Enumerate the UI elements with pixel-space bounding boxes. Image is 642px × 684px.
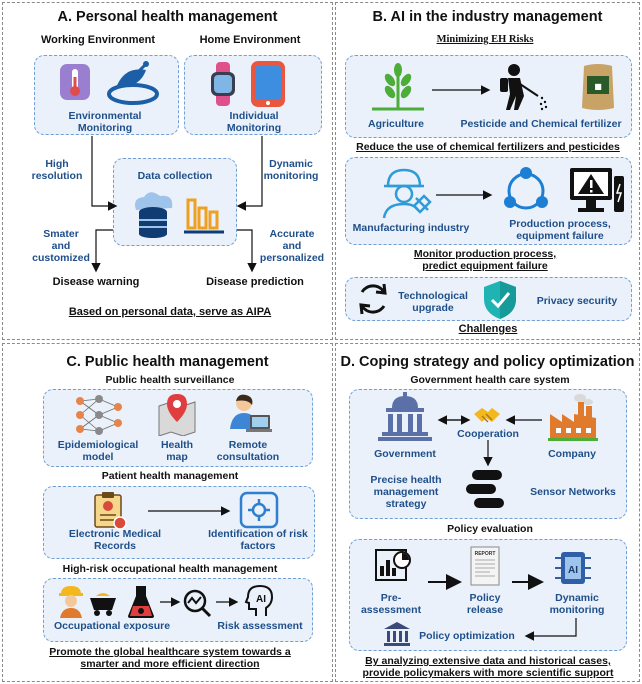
ind-monitoring-label: Individual Monitoring — [226, 110, 282, 134]
occ-exposure-label: Occupational exposure — [53, 620, 171, 632]
cloud-database-icon — [128, 190, 178, 238]
institution-icon — [382, 620, 412, 648]
risk-assessment-label: Risk assessment — [217, 620, 303, 632]
ai-head-icon: AI — [244, 584, 274, 618]
dynamic-monitoring-label: Dynamic monitoring — [263, 158, 319, 182]
emr-label: Electronic Medical Records — [68, 528, 162, 552]
smartphone-icon — [250, 60, 286, 108]
policy-opt-label: Policy optimization — [419, 630, 515, 642]
satellite-dish-icon — [106, 60, 160, 106]
policy-release-label: Policy release — [466, 592, 504, 616]
footer-d: By analyzing extensive data and historic… — [362, 655, 614, 679]
neural-network-icon — [74, 393, 124, 437]
subtitle-b: Minimizing EH Risks — [436, 34, 534, 45]
title-a: A. Personal health management — [57, 9, 278, 25]
flask-icon — [126, 584, 156, 620]
ai-head-text: AI — [256, 594, 266, 605]
smarter-label: Smater and customized — [32, 228, 90, 264]
smartwatch-icon — [210, 62, 236, 106]
monitor-label: Monitor production process, predict equi… — [413, 248, 557, 272]
wheat-plant-icon — [370, 62, 426, 112]
medical-record-icon — [92, 491, 128, 531]
ai-chip-icon: AI — [553, 550, 593, 586]
patient-panel — [43, 486, 315, 559]
footer-a: Based on personal data, serve as AIPA — [68, 306, 272, 318]
title-b: B. AI in the industry management — [372, 9, 603, 25]
cooperation-label: Cooperation — [457, 428, 519, 440]
high-risk-label: High-risk occupational health management — [62, 563, 278, 575]
sensor-network-icon — [464, 470, 508, 510]
working-env-label: Working Environment — [40, 34, 156, 46]
precise-label: Precise health management strategy — [370, 474, 442, 510]
map-pin-icon — [157, 392, 197, 437]
worker-icon — [58, 584, 84, 618]
accurate-label: Accurate and personalized — [259, 228, 325, 264]
privacy-label: Privacy security — [536, 295, 618, 307]
gov-system-label: Government health care system — [410, 374, 570, 386]
mine-cart-icon — [88, 590, 118, 618]
home-env-label: Home Environment — [199, 34, 301, 46]
pre-assessment-chart-icon — [374, 548, 412, 584]
sensor-label: Sensor Networks — [530, 486, 616, 498]
svg-text:■: ■ — [594, 82, 602, 91]
env-monitoring-label: Environmental Monitoring — [68, 110, 142, 134]
risk-factors-label: Identification of risk factors — [208, 528, 308, 552]
shield-check-icon — [480, 279, 520, 321]
surveillance-label: Public health surveillance — [105, 374, 235, 386]
report-text: REPORT — [475, 551, 496, 557]
doctor-laptop-icon — [226, 393, 272, 435]
thermometer-icon — [58, 62, 92, 102]
company-label: Company — [548, 448, 596, 460]
challenges-label: Challenges — [458, 323, 518, 335]
pesticide-label: Pesticide and Chemical fertilizer — [460, 118, 622, 130]
production-label: Production process, equipment failure — [509, 218, 611, 242]
gear-screen-icon — [238, 490, 280, 530]
worker-helmet-icon — [378, 166, 432, 220]
magnifier-chart-icon — [182, 588, 212, 618]
high-resolution-label: High resolution — [31, 158, 83, 182]
monitor-warning-icon — [568, 166, 626, 220]
data-collection-label: Data collection — [137, 170, 213, 182]
patient-label: Patient health management — [101, 470, 239, 482]
remote-label: Remote consultation — [216, 439, 280, 463]
health-map-label: Health map — [160, 439, 194, 463]
manufacturing-label: Manufacturing industry — [352, 222, 470, 234]
refresh-upgrade-icon — [354, 280, 392, 318]
agriculture-label: Agriculture — [367, 118, 424, 130]
ai-chip-text: AI — [568, 565, 578, 576]
process-cycle-icon — [500, 166, 552, 216]
disease-warning-label: Disease warning — [52, 276, 140, 288]
sprayer-worker-icon — [498, 62, 550, 112]
government-building-icon — [378, 392, 432, 442]
factory-icon — [548, 392, 598, 442]
tech-upgrade-label: Technological upgrade — [398, 290, 468, 314]
handshake-icon — [472, 404, 502, 428]
dyn-monitoring-label: Dynamic monitoring — [549, 592, 605, 616]
disease-prediction-label: Disease prediction — [206, 276, 304, 288]
policy-eval-label: Policy evaluation — [447, 523, 533, 535]
report-document-icon: REPORT — [470, 546, 500, 586]
title-c: C. Public health management — [66, 354, 269, 370]
pre-assessment-label: Pre- assessment — [360, 592, 422, 616]
epi-model-label: Epidemiological model — [57, 439, 139, 463]
footer-c: Promote the global healthcare system tow… — [49, 646, 291, 670]
government-label: Government — [374, 448, 436, 460]
title-d: D. Coping strategy and policy optimizati… — [340, 354, 635, 370]
reduce-label: Reduce the use of chemical fertilizers a… — [356, 141, 620, 153]
bar-chart-icon — [184, 196, 226, 236]
fertilizer-bag-icon: ■ — [580, 62, 616, 112]
